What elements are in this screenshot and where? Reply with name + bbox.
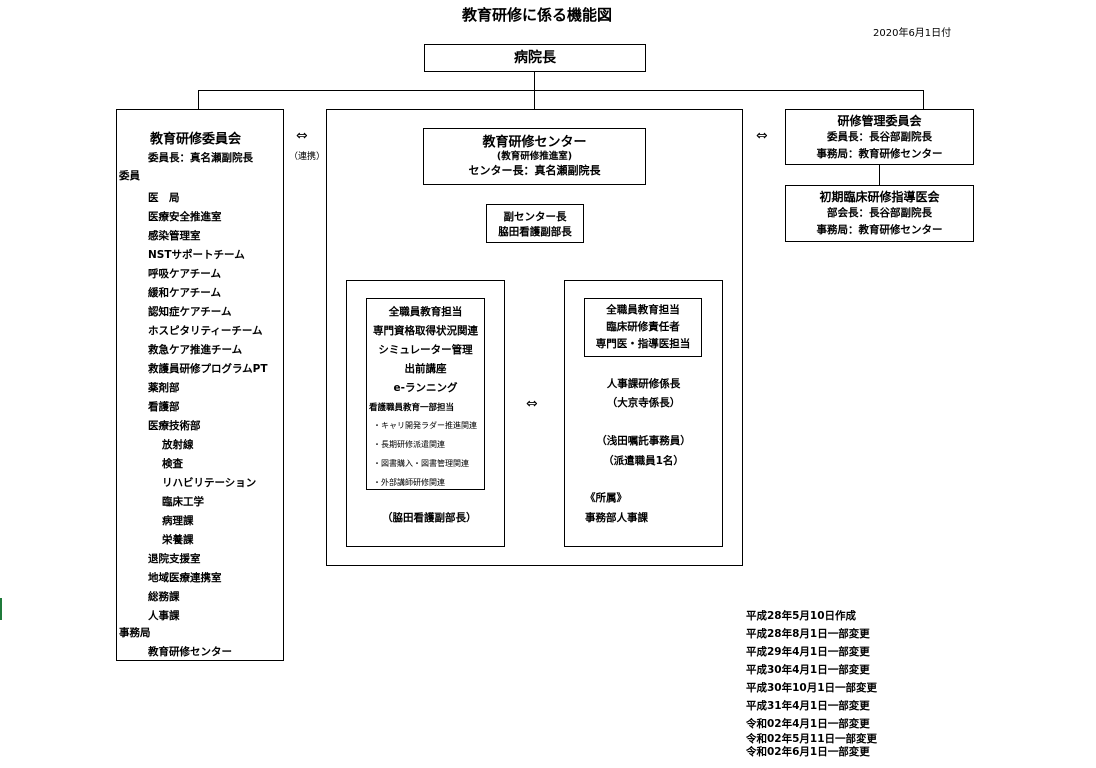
committee-member-item: ホスピタリティーチーム: [148, 325, 263, 337]
duty-item: 出前講座: [404, 363, 447, 375]
committee-member-item: 医療技術部: [148, 420, 201, 432]
committee-member-item: 検査: [162, 458, 183, 470]
deputy-director-box[interactable]: 副センター長 脇田看護副部長: [486, 204, 584, 243]
training-committee-title: 研修管理委員会: [837, 114, 922, 128]
committee-member-item: 地域医療連携室: [148, 572, 222, 584]
page-title: 教育研修に係る機能図: [462, 6, 613, 24]
center-title: 教育研修センター: [482, 135, 587, 150]
duty-item: 専門医・指導医担当: [595, 338, 691, 350]
committee-member-item: 総務課: [148, 591, 180, 603]
revision-history: 平成28年5月10日作成平成28年8月1日一部変更平成29年4月1日一部変更平成…: [746, 607, 877, 759]
nursing-duty-item: ・図書購入・図書管理関連: [373, 459, 469, 468]
link-label: （連携）: [289, 152, 326, 162]
revision-entry: 平成29年4月1日一部変更: [746, 646, 870, 658]
committee-member-item: 人事課: [148, 610, 180, 622]
residency-committee-chair: 部会長：長谷部副院長: [827, 207, 932, 219]
revision-entry: 平成30年10月1日一部変更: [746, 682, 878, 694]
connector-line: [534, 72, 535, 110]
nursing-duty-item: ・外部講師研修関連: [373, 478, 445, 487]
residency-committee-secretariat: 事務局：教育研修センター: [816, 224, 943, 236]
committee-member-item: NSTサポートチーム: [148, 249, 245, 261]
staff-entry: （派遣職員1名）: [603, 455, 684, 467]
nursing-duty-item: ・キャリ開発ラダー推進関連: [373, 421, 477, 430]
right-unit-duties: 全職員教育担当臨床研修責任者専門医・指導医担当: [585, 302, 701, 353]
director-box[interactable]: 病院長: [424, 44, 646, 72]
deputy-name: 脇田看護副部長: [498, 226, 572, 238]
duty-item: 全職員教育担当: [606, 304, 680, 316]
staff-entry: （浅田嘱託事務員）: [596, 435, 691, 447]
bidirectional-arrow-icon: ⇔: [296, 128, 308, 144]
center-head: センター長：真名瀬副院長: [468, 164, 601, 177]
committee-member-item: 看護部: [148, 401, 180, 413]
committee-member-item: 呼吸ケアチーム: [148, 268, 221, 280]
committee-members-label: 委員: [119, 170, 140, 182]
left-unit-duties: 全職員教育担当専門資格取得状況関連シミュレーター管理出前講座 e-ランニング: [367, 303, 484, 398]
revision-entry: 令和02年6月1日一部変更: [746, 746, 870, 758]
committee-member-item: リハビリテーション: [162, 477, 257, 489]
hr-section-chief-name: （大京寺係長）: [606, 397, 681, 409]
committee-member-item: 緩和ケアチーム: [148, 287, 221, 299]
hr-section-chief: 人事課研修係長: [606, 378, 681, 390]
revision-entry: 平成30年4月1日一部変更: [746, 664, 870, 676]
duty-item: 専門資格取得状況関連: [373, 325, 478, 337]
committee-member-item: 救急ケア推進チーム: [148, 344, 243, 356]
revision-entry: 令和02年4月1日一部変更: [746, 718, 870, 730]
training-committee-secretariat: 事務局：教育研修センター: [816, 148, 943, 160]
committee-member-item: 感染管理室: [148, 230, 201, 242]
duty-item: e-ランニング: [393, 382, 458, 394]
committee-member-item: 栄養課: [162, 534, 194, 546]
duty-item: 全職員教育担当: [388, 306, 463, 318]
center-subtitle: (教育研修推進室): [496, 151, 573, 162]
committee-member-list: 医 局医療安全推進室感染管理室 NSTサポートチーム呼吸ケアチーム緩和ケアチーム認…: [117, 189, 283, 626]
committee-box[interactable]: 教育研修委員会 委員長：真名瀬副院長 委員 医 局医療安全推進室感染管理室 NST…: [116, 109, 284, 661]
committee-secretariat: 教育研修センター: [148, 646, 232, 658]
committee-member-item: 救護員研修プログラムPT: [148, 363, 268, 375]
committee-member-item: 病理課: [162, 515, 194, 527]
connector-line: [198, 90, 924, 91]
connector-line: [198, 90, 199, 110]
committee-member-item: 退院支援室: [148, 553, 201, 565]
director-label: 病院長: [514, 50, 556, 66]
issue-date: 2020年6月1日付: [873, 28, 952, 39]
page-edge-marker: [0, 598, 2, 620]
right-unit-duties-box[interactable]: 全職員教育担当臨床研修責任者専門医・指導医担当: [584, 298, 702, 357]
training-management-committee-box[interactable]: 研修管理委員会 委員長：長谷部副院長 事務局：教育研修センター: [785, 109, 974, 165]
left-unit-duties-box[interactable]: 全職員教育担当専門資格取得状況関連シミュレーター管理出前講座 e-ランニング 看護…: [366, 298, 485, 490]
nursing-heading: 看護職員教育一部担当: [369, 403, 455, 413]
training-committee-chair: 委員長：長谷部副院長: [827, 131, 932, 143]
nursing-duties: ・キャリ開発ラダー推進関連・長期研修派遣関連・図書購入・図書管理関連・外部講師研…: [373, 416, 484, 492]
residency-committee-title: 初期臨床研修指導医会: [819, 190, 940, 204]
residency-committee-box[interactable]: 初期臨床研修指導医会 部会長：長谷部副院長 事務局：教育研修センター: [785, 185, 974, 242]
committee-title: 教育研修委員会: [150, 132, 242, 147]
bidirectional-arrow-icon: ⇔: [526, 396, 538, 412]
bidirectional-arrow-icon: ⇔: [756, 128, 768, 144]
duty-item: 臨床研修責任者: [606, 321, 680, 333]
committee-member-item: 臨床工学: [162, 496, 204, 508]
committee-secretariat-label: 事務局: [119, 627, 151, 639]
committee-chair: 委員長：真名瀬副院長: [148, 152, 253, 164]
left-unit-footer: （脇田看護副部長）: [382, 512, 477, 524]
committee-member-item: 医療安全推進室: [148, 211, 222, 223]
connector-line: [923, 90, 924, 110]
revision-entry: 令和02年5月11日一部変更: [746, 733, 878, 745]
committee-member-item: 薬剤部: [148, 382, 180, 394]
education-center-box[interactable]: 教育研修センター (教育研修推進室) センター長：真名瀬副院長: [423, 128, 646, 185]
committee-member-item: 医 局: [148, 192, 180, 204]
duty-item: シミュレーター管理: [378, 344, 473, 356]
committee-member-item: 認知症ケアチーム: [148, 306, 232, 318]
deputy-title: 副センター長: [503, 211, 567, 223]
nursing-duty-item: ・長期研修派遣関連: [373, 440, 445, 449]
connector-line: [879, 165, 880, 185]
revision-entry: 平成28年8月1日一部変更: [746, 628, 870, 640]
affiliation-label: 《所属》: [585, 492, 627, 504]
revision-entry: 平成28年5月10日作成: [746, 610, 857, 622]
affiliation: 事務部人事課: [585, 512, 648, 524]
committee-member-item: 放射線: [162, 439, 194, 451]
revision-entry: 平成31年4月1日一部変更: [746, 700, 870, 712]
